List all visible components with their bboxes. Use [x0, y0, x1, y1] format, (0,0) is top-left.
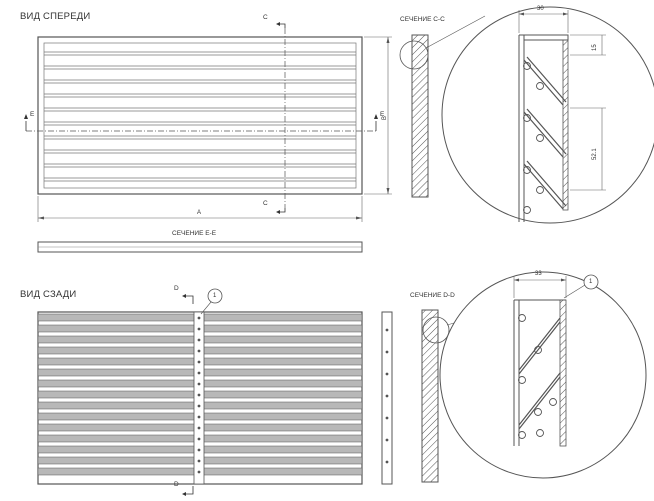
cut-arrow-c-bottom — [280, 208, 286, 213]
section-dd — [421, 309, 473, 483]
cut-label-e-right: Е — [380, 111, 385, 118]
dimension-a-label: А — [197, 210, 202, 216]
detail-cc-pitch-label: 52.1 — [592, 148, 598, 160]
cut-arrow-c-top — [280, 23, 286, 28]
detail-cc-width-label: 30 — [537, 6, 544, 12]
cut-label-d-bottom: D — [174, 481, 179, 488]
balloon-rear — [207, 288, 223, 304]
section-dd-title: СЕЧЕНИЕ D-D — [410, 292, 455, 299]
cut-label-d-top: D — [174, 285, 179, 292]
front-frame-outer — [37, 36, 363, 195]
section-dd-profile — [421, 309, 439, 483]
front-view-title: ВИД СПЕРЕДИ — [20, 11, 91, 22]
cut-arrow-d-top — [186, 295, 194, 304]
balloon-rear-label: 1 — [213, 293, 217, 299]
rear-center-bar-rivets — [197, 316, 201, 474]
rear-side-strip — [381, 311, 393, 485]
section-cc-profile — [411, 34, 429, 198]
section-cc-title: СЕЧЕНИЕ С-С — [400, 16, 445, 23]
rear-view — [37, 288, 363, 496]
section-ee-title: СЕЧЕНИЕ Е-Е — [172, 230, 217, 237]
detail-circle-dd — [439, 271, 647, 479]
detail-cc-top-label: 15 — [592, 44, 598, 51]
section-ee — [37, 241, 363, 253]
section-cc — [399, 15, 486, 198]
dimension-b — [364, 36, 392, 195]
cut-label-c-top: С — [263, 14, 268, 21]
detail-dd-width-label: 33 — [535, 271, 542, 277]
detail-leader-cc — [425, 15, 486, 49]
balloon-dd-label: 1 — [589, 279, 593, 285]
balloon-leader-dd — [563, 284, 586, 299]
balloon-leader-rear — [200, 301, 212, 315]
detail-cc — [441, 6, 654, 224]
balloon-dd — [583, 274, 599, 290]
rear-view-title: ВИД СЗАДИ — [20, 289, 77, 300]
detail-circle-dd-small — [422, 316, 450, 344]
cut-label-e-left: Е — [30, 111, 35, 118]
front-view — [24, 22, 392, 222]
cut-arrow-d-bottom — [186, 486, 194, 495]
cut-label-c-bottom: С — [263, 200, 268, 207]
rear-center-bar — [193, 311, 205, 485]
detail-dd — [439, 271, 647, 479]
dimension-a — [37, 196, 363, 222]
detail-circle-cc — [441, 6, 654, 224]
front-frame-inner — [43, 42, 357, 189]
front-slats — [44, 51, 356, 182]
dimension-b-label: В — [382, 115, 388, 120]
detail-circle-cc-small — [399, 40, 429, 70]
